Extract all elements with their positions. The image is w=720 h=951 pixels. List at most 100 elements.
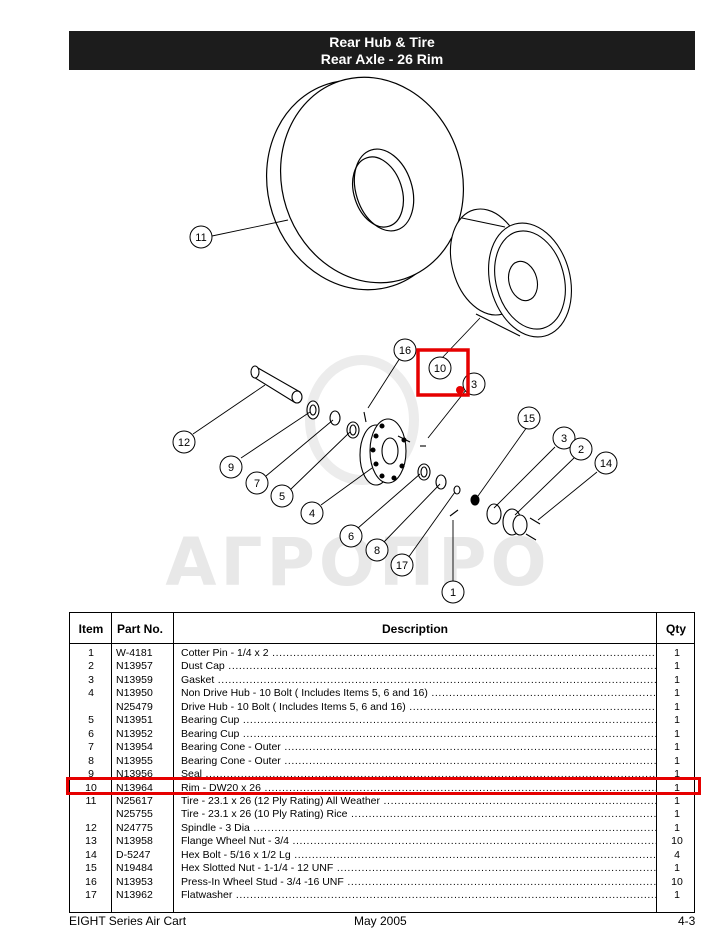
svg-text:8: 8 [374,545,380,557]
row-part-number: N25755 [116,808,153,821]
row-part-number: N13957 [116,660,153,673]
row-qty: 1 [674,647,680,659]
row-10-highlight [66,777,701,795]
svg-text:4: 4 [309,508,315,520]
page-subtitle: Rear Axle - 26 Rim [320,51,444,67]
row-description: Bearing Cone - Outer [181,741,657,755]
row-part-number: W-4181 [116,647,153,659]
row-qty: 1 [674,889,680,902]
table-row: 17N13962Flatwasher1 [70,889,696,903]
row-item: 2 [88,660,94,673]
tire-drawing [265,76,465,291]
row-qty: 1 [674,741,680,754]
svg-text:17: 17 [396,560,408,572]
callout-2: 2 [569,437,593,461]
callout-10: 10 [428,356,452,380]
callout-12: 12 [172,430,196,454]
callouts: 11 16 10 3 12 9 7 5 4 15 3 2 14 6 8 17 1 [172,225,618,604]
watermark-emblem [305,355,419,485]
highlight-dot [456,386,464,394]
row-part-number: N13952 [116,727,153,740]
table-row: 3N13959Gasket1 [70,674,696,688]
row-description: Dust Cap [181,660,657,674]
row-qty: 1 [674,781,680,794]
row-description: Bearing Cone - Outer [181,755,657,769]
exploded-parts-diagram: АГРОПРО [165,76,618,604]
column-header-item: Item [78,622,104,636]
row-item: 16 [85,875,97,888]
table-row: 10 N13964 Rim - DW20 x 26 1 [70,782,696,796]
dust-cap-drawing [420,445,541,541]
row-item: 12 [85,821,97,834]
callout-16: 16 [393,338,417,362]
bearing-parts-drawing [306,400,480,506]
svg-text:15: 15 [523,413,535,425]
svg-text:9: 9 [228,462,234,474]
row-qty: 1 [674,754,680,767]
row-description: Press-In Wheel Stud - 3/4 -16 UNF [181,876,657,890]
row-description: Bearing Cup [181,728,657,742]
svg-text:3: 3 [561,433,567,445]
svg-text:12: 12 [178,437,190,449]
svg-text:16: 16 [399,345,411,357]
row-description: Drive Hub - 10 Bolt ( Includes Items 5, … [181,701,657,715]
svg-text:5: 5 [279,491,285,503]
row-item: 5 [88,714,94,727]
row-item: 14 [85,848,97,861]
spindle-drawing [250,365,303,404]
page-title-bar: Rear Hub & Tire Rear Axle - 26 Rim [69,31,695,70]
svg-text:14: 14 [600,458,612,470]
row-description: Bearing Cup [181,714,657,728]
callout-1: 1 [441,580,465,604]
footer-center: May 2005 [354,914,407,928]
row-part-number: D-5247 [116,848,151,861]
row-qty: 4 [674,848,680,861]
callout-5: 5 [270,484,294,508]
row-item: 11 [85,794,97,807]
row-description: Non Drive Hub - 10 Bolt ( Includes Items… [181,687,657,701]
callout-8: 8 [365,538,389,562]
row-item: 9 [88,768,94,781]
row-part-number: N13950 [116,687,153,700]
row-qty: 1 [674,794,680,807]
table-divider [173,613,174,912]
table-row: 14 D-5247 Hex Bolt - 5/16 x 1/2 Lg 4 [70,849,696,863]
row-item: 7 [88,741,94,754]
callout-7: 7 [245,471,269,495]
row-item: 3 [88,673,94,686]
callout-10-highlight [416,348,470,397]
column-header-qty: Qty [665,622,686,636]
svg-text:7: 7 [254,478,260,490]
row-qty: 1 [674,727,680,740]
row-item: 15 [85,862,97,875]
row-qty: 10 [671,835,683,848]
footer-left: EIGHT Series Air Cart [69,914,187,928]
row-qty: 1 [674,768,680,781]
callout-9: 9 [219,455,243,479]
row-part-number: N13962 [116,889,153,902]
row-description: Gasket [181,674,657,688]
row-description: Cotter Pin - 1/4 x 2 [181,647,657,661]
row-description: Spindle - 3 Dia [181,822,657,836]
callout-6: 6 [339,524,363,548]
row-description: Hex Bolt - 5/16 x 1/2 Lg [181,849,657,863]
callout-15: 15 [517,406,541,430]
row-description: Rim - DW20 x 26 [181,782,657,796]
row-part-number: N19484 [116,862,153,875]
row-part-number: N13964 [116,781,153,794]
row-qty: 1 [674,660,680,673]
row-part-number: N13959 [116,673,153,686]
row-item: 6 [88,727,94,740]
row-item: 10 [85,781,97,794]
table-row: 6 N13952 Bearing Cup 1 [70,728,696,742]
table-divider [111,613,112,912]
